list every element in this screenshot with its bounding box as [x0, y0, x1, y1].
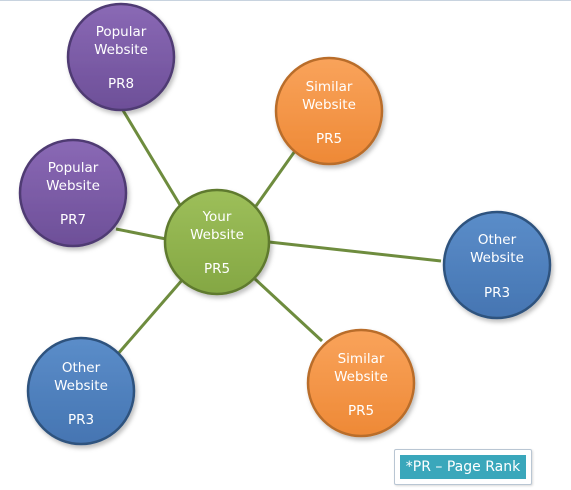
legend-box: *PR – Page Rank [394, 449, 532, 485]
node-your-website: Your Website PR5 [163, 188, 271, 296]
node-other-website-left: Other Website PR3 [26, 336, 136, 446]
node-rank: PR5 [348, 403, 374, 419]
node-label-line2: Website [302, 97, 356, 113]
connector-popular-top [119, 106, 182, 206]
node-label-line1: Similar [338, 351, 385, 367]
node-label-line2: Website [470, 250, 524, 266]
top-divider [0, 0, 571, 1]
node-similar-website-bottom: Similar Website PR5 [306, 328, 416, 438]
node-label-line2: Website [190, 227, 244, 243]
node-rank: PR5 [204, 261, 230, 277]
node-label-line2: Website [54, 378, 108, 394]
node-label-line1: Popular [96, 24, 147, 40]
connector-similar-bottom [253, 277, 324, 343]
node-rank: PR3 [68, 412, 94, 428]
connectors [115, 106, 442, 356]
connector-popular-left [115, 227, 167, 241]
node-popular-website-pr8: Popular Website PR8 [66, 2, 176, 112]
node-label-line1: Similar [306, 79, 353, 95]
legend-text: *PR – Page Rank [400, 455, 526, 479]
node-label-line2: Website [334, 369, 388, 385]
node-label-line1: Other [62, 360, 101, 376]
node-label-line2: Website [94, 42, 148, 58]
node-rank: PR3 [484, 285, 510, 301]
node-rank: PR8 [108, 76, 134, 92]
node-popular-website-pr7: Popular Website PR7 [18, 138, 128, 248]
node-similar-website-top: Similar Website PR5 [274, 56, 384, 166]
node-rank: PR7 [60, 212, 86, 228]
connector-similar-top [254, 150, 297, 207]
node-label-line1: Popular [48, 160, 99, 176]
connector-other-right [268, 240, 442, 263]
connector-other-left [115, 278, 185, 356]
node-label-line1: Other [478, 232, 517, 248]
node-label-line1: Your [202, 209, 232, 225]
node-label-line2: Website [46, 178, 100, 194]
node-rank: PR5 [316, 131, 342, 147]
node-other-website-right: Other Website PR3 [442, 210, 552, 320]
